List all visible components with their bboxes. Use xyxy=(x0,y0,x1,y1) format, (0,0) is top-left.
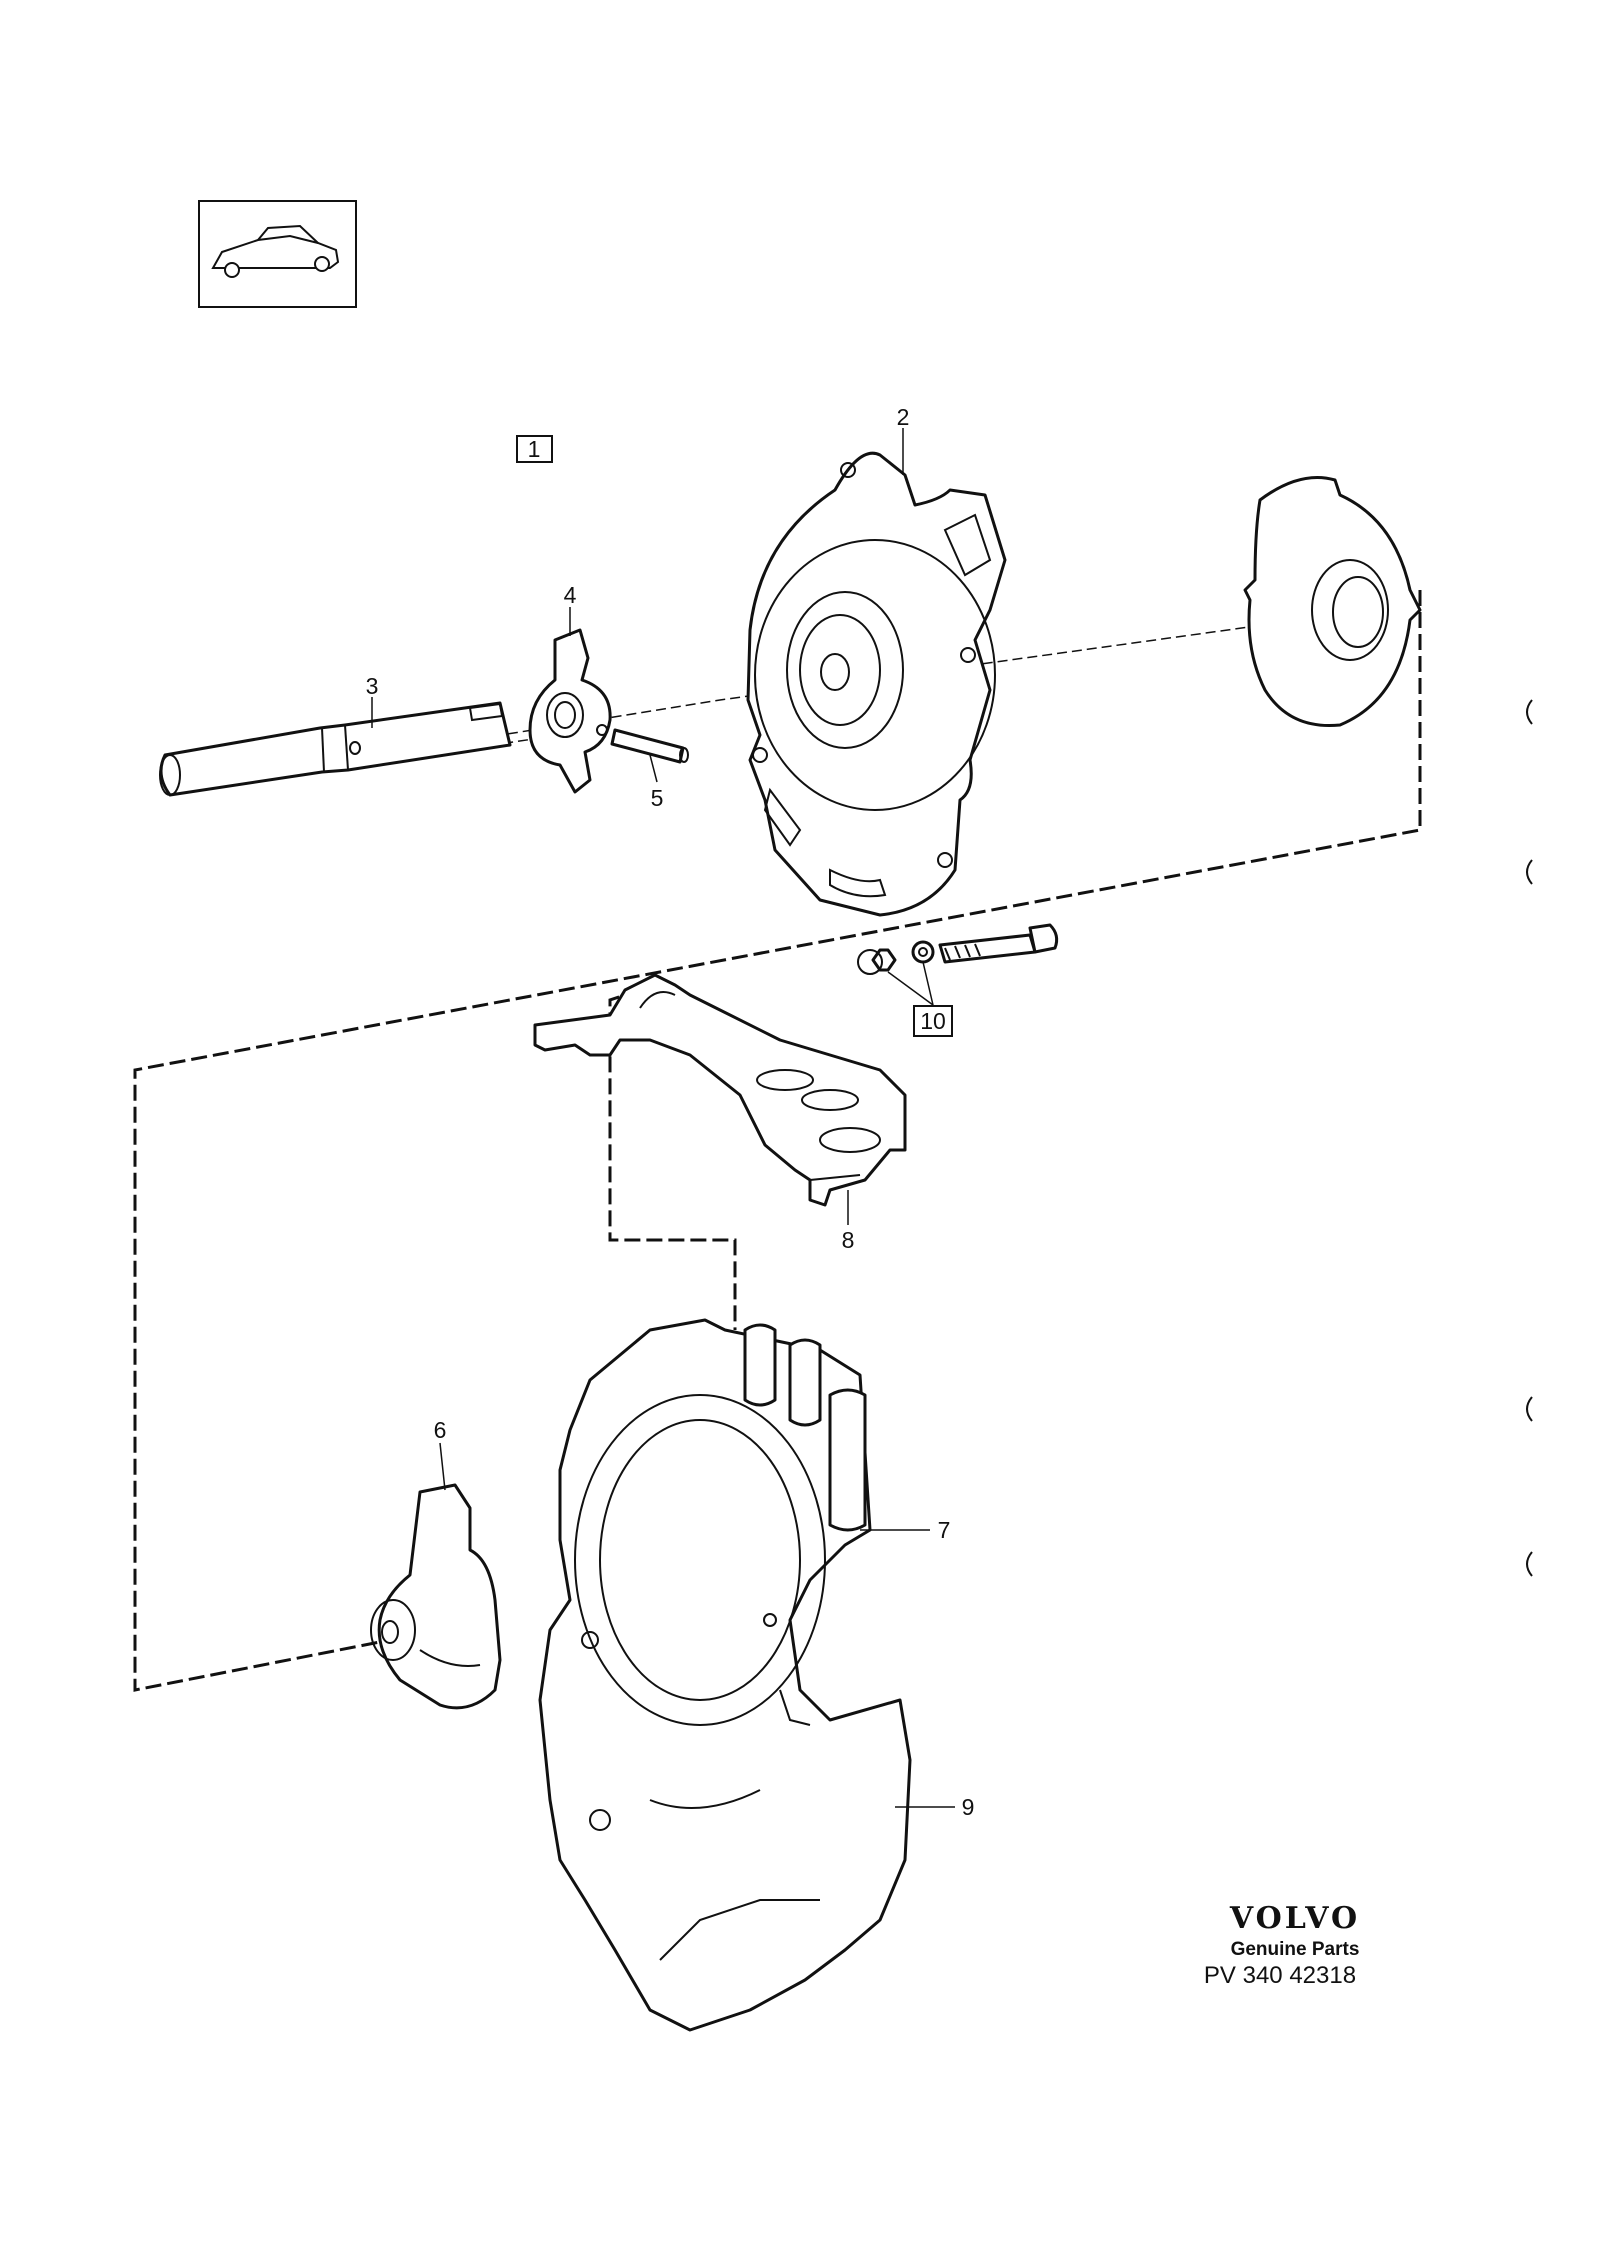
callout-10-label: 10 xyxy=(920,1008,946,1034)
part-8-bracket xyxy=(533,973,907,1207)
callout-4-label: 4 xyxy=(564,582,577,608)
callout-10: 10 xyxy=(913,1005,953,1037)
callout-6-label: 6 xyxy=(434,1417,447,1443)
callout-1-label: 1 xyxy=(528,436,541,462)
part-10-screw-set xyxy=(857,923,1059,975)
diagram-code: PV 340 42318 xyxy=(1204,1962,1356,1989)
car-thumbnail-icon xyxy=(198,200,357,308)
brand-tagline: Genuine Parts xyxy=(1231,1939,1360,1960)
part-5-pin xyxy=(610,728,689,764)
part-6-cam xyxy=(370,1483,502,1710)
callout-8-label: 8 xyxy=(842,1227,855,1253)
brand-name: VOLVO xyxy=(1229,1901,1360,1936)
leader-lines xyxy=(371,428,955,1808)
binder-marks xyxy=(1526,699,1533,1577)
callout-7-label: 7 xyxy=(938,1517,951,1543)
part-4-hub xyxy=(528,628,612,794)
callout-3-label: 3 xyxy=(366,673,379,699)
brand-block: VOLVO Genuine Parts PV 340 42318 xyxy=(1204,1901,1360,1989)
rotor-disc xyxy=(1243,476,1422,728)
part-3-shaft xyxy=(159,701,512,797)
part-2-bearing-plate xyxy=(746,451,1007,917)
callout-5-label: 5 xyxy=(651,785,664,811)
part-7-9-housing xyxy=(538,1318,912,2032)
callout-9-label: 9 xyxy=(962,1794,975,1820)
callout-1: 1 xyxy=(516,435,553,463)
callout-2-label: 2 xyxy=(897,404,910,430)
